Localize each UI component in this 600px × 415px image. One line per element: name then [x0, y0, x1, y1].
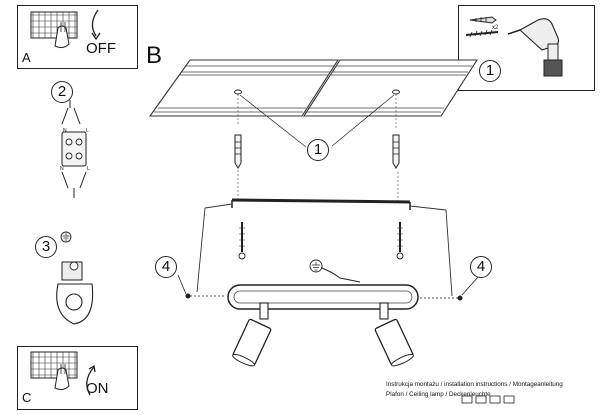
- ceiling-panels: [148, 59, 479, 117]
- screw-left-icon: [238, 222, 246, 260]
- spotlight-left-icon: [232, 302, 272, 367]
- caption-icons: [461, 395, 515, 404]
- wall-plug-left-icon: [234, 134, 242, 169]
- wiring-n-bottom: N: [60, 166, 64, 172]
- step-4-right-badge: 4: [470, 256, 492, 278]
- lamp-base-bar: [227, 284, 419, 310]
- screw-right-icon: [396, 222, 404, 260]
- step-4-left-badge: 4: [155, 256, 177, 278]
- tool-quantity-label: x2: [492, 25, 499, 31]
- ground-terminal-icon: [56, 261, 94, 325]
- step-1-tools-badge: 1: [479, 60, 501, 82]
- screw-icon: [465, 29, 499, 38]
- terminal-block-icon: [61, 100, 87, 198]
- wiring-l-top: L: [86, 128, 89, 134]
- panel-b-letter: B: [146, 42, 163, 69]
- switch-block-on-icon: [30, 351, 78, 391]
- ground-symbol-icon: [60, 231, 72, 243]
- panel-c-action-label: ON: [86, 380, 109, 397]
- step-2-wiring-badge: 2: [51, 81, 73, 103]
- caption-line-1: Instrukcja montażu / installation instru…: [386, 381, 563, 388]
- side-screw-right-icon: [420, 295, 463, 301]
- drill-icon: [507, 18, 563, 77]
- wall-plug-right-icon: [392, 134, 400, 169]
- arrow-down-icon: [91, 9, 101, 41]
- wall-plug-icon: [469, 16, 497, 24]
- spotlight-right-icon: [374, 302, 414, 367]
- step-1-ceiling-badge: 1: [307, 139, 329, 161]
- ground-wire: [309, 259, 361, 283]
- arrow-up-icon: [86, 364, 96, 396]
- panel-a-letter: A: [22, 50, 31, 65]
- lamp-cover-outline: [196, 203, 453, 297]
- wiring-n-top: N: [63, 128, 67, 134]
- panel-c-letter: C: [22, 390, 32, 405]
- step-4-pointers: [177, 274, 479, 296]
- mounting-bracket: [231, 170, 411, 210]
- side-screw-left-icon: [185, 293, 226, 299]
- drill-holes: [234, 89, 400, 148]
- step-3-ground-badge: 3: [35, 236, 57, 258]
- switch-block-off-icon: [30, 11, 78, 49]
- caption-line-2: Plafon / Ceiling lamp / Deckenleuchte: [386, 391, 491, 398]
- panel-a-action-label: OFF: [86, 40, 116, 57]
- wiring-l-bottom: L: [87, 166, 90, 172]
